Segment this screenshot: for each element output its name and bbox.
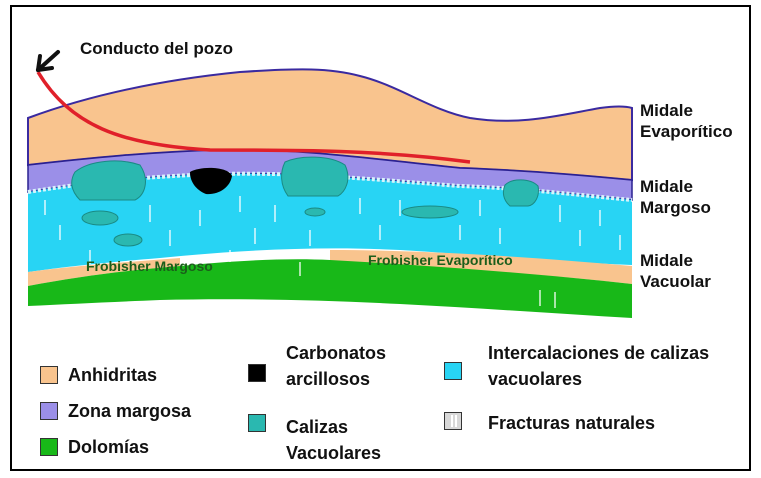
- legend-label-zona-margosa: Zona margosa: [68, 401, 192, 421]
- well-conduit-label: Conducto del pozo: [80, 39, 233, 58]
- legend-swatch-zona-margosa: [40, 402, 58, 420]
- well-path: [36, 71, 471, 164]
- legend-swatch-intercalaciones: [444, 362, 462, 380]
- legend-label-carbonatos: Carbonatos arcillosos: [286, 343, 387, 389]
- calizas-intercalaciones-layer: [28, 173, 632, 272]
- formation-evaporitico-label: Midale Evaporítico: [640, 101, 733, 141]
- legend-swatch-carbonatos: [248, 364, 266, 382]
- legend-label-anhidritas: Anhidritas: [68, 365, 158, 385]
- legend-swatch-dolomias: [40, 438, 58, 456]
- legend-swatch-calizas-vacuolares: [248, 414, 266, 432]
- caliza-vacuolar-lens-4: [81, 210, 119, 226]
- caliza-vacuolar-lens-2: [281, 156, 349, 197]
- figure-frame: [10, 5, 751, 471]
- frobisher-evaporitico-label: Frobisher Evaporítico: [368, 252, 513, 268]
- well-arrow-icon: [36, 50, 60, 72]
- formation-vacuolar-label: Midale Vacuolar: [640, 251, 711, 291]
- legend-label-intercalaciones: Intercalaciones de calizas vacuolares: [488, 343, 710, 389]
- caliza-vacuolar-lens-1: [71, 160, 146, 201]
- legend-label-dolomias: Dolomías: [68, 437, 150, 457]
- caliza-vacuolar-lens-3: [502, 179, 539, 207]
- formation-margoso-label: Midale Margoso: [640, 177, 711, 217]
- legend-swatch-anhidritas: [40, 366, 58, 384]
- legend-label-fracturas: Fracturas naturales: [488, 413, 656, 433]
- legend-label-calizas-vacuolares: Calizas Vacuolares: [286, 417, 382, 463]
- caliza-vacuolar-lens-6: [401, 205, 459, 219]
- carbonatos-arcillosos-body: [190, 167, 232, 195]
- dolomias-layer: [28, 259, 632, 318]
- frobisher-margoso-label: Frobisher Margoso: [86, 258, 213, 274]
- legend-swatch-fracturas: [444, 412, 462, 430]
- fracturas-naturales: [44, 196, 621, 308]
- caliza-vacuolar-lens-5: [113, 233, 143, 247]
- anhidritas-lower-band: [28, 258, 180, 286]
- caliza-vacuolar-lens-7: [304, 207, 326, 217]
- anhidritas-lower-band-right: [330, 250, 632, 284]
